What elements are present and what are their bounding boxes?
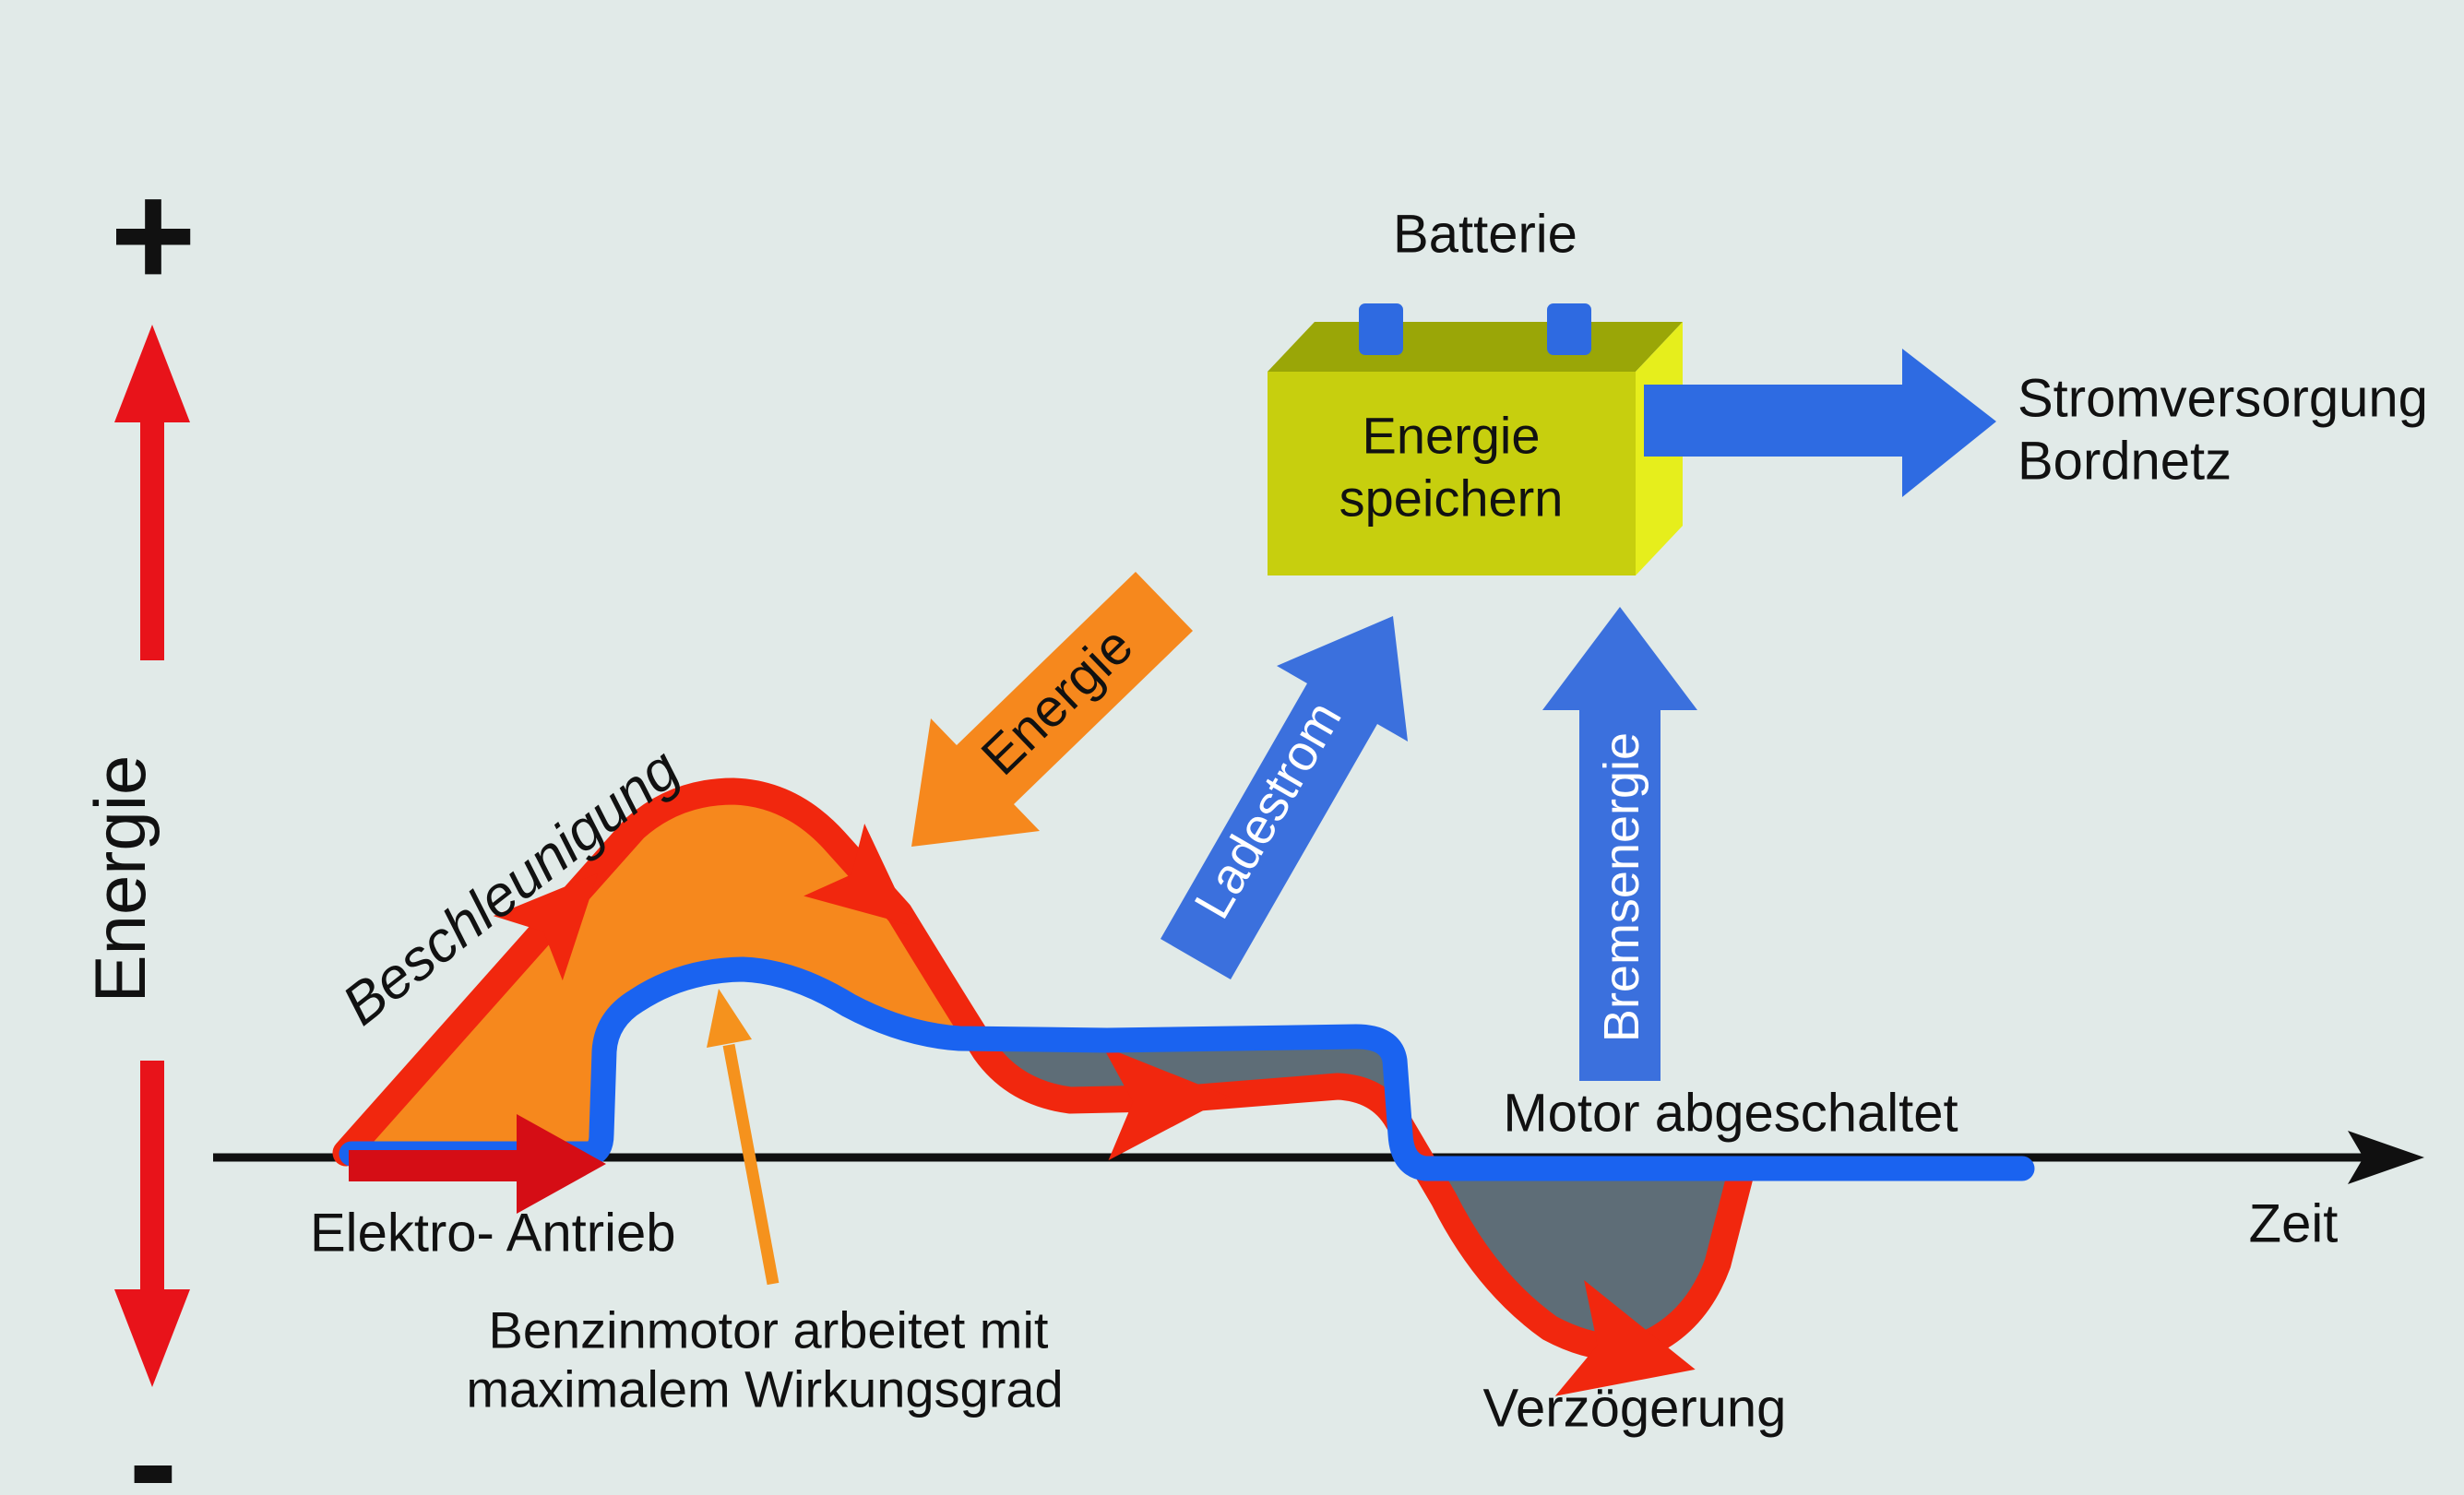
energy-axis-up-arrow-icon [114, 325, 190, 660]
time-axis-arrowhead-icon [2348, 1131, 2424, 1184]
battery-face-label-line1: Energie [1362, 407, 1540, 465]
bordnetz-label-line2: Bordnetz [2018, 432, 2232, 492]
energy-axis-down-arrow-icon [114, 1061, 190, 1387]
red-chevron-arrowhead-icon [1102, 1046, 1230, 1161]
x-axis-label: Zeit [2249, 1194, 2339, 1254]
y-axis-label: Energie [79, 755, 161, 1003]
elektro-antrieb-label: Elektro- Antrieb [310, 1204, 676, 1264]
plus-sign: + [110, 152, 196, 317]
acceleration-orange-fill [349, 791, 964, 1154]
energie-flow-arrow-icon [911, 572, 1193, 847]
battery-top-face [1268, 322, 1683, 372]
benzinmotor-label-line1: Benzinmotor arbeitet mit [489, 1301, 1049, 1359]
bordnetz-arrow-icon [1644, 349, 1996, 497]
battery-power-blue-curve [339, 956, 2035, 1181]
elektro-antrieb-arrow-icon [349, 1114, 606, 1214]
benzinmotor-annotation-arrowhead-icon [707, 989, 752, 1048]
battery-terminal-icon [1547, 303, 1591, 355]
battery-front-face [1268, 372, 1636, 575]
red-chevron-arrowhead-icon [803, 823, 913, 926]
minus-sign: - [128, 1379, 177, 1495]
red-chevron-arrowhead-icon [493, 872, 599, 981]
benzinmotor-annotation-line [722, 1043, 780, 1286]
ladestrom-arrow-icon [1161, 616, 1408, 979]
bordnetz-label-line1: Stromversorgung [2018, 369, 2428, 429]
bremsenergie-arrow-icon [1542, 607, 1697, 1081]
battery-face-label-line2: speichern [1339, 469, 1564, 528]
motor-abgeschaltet-label: Motor abgeschaltet [1503, 1084, 1958, 1144]
verzoegerung-label: Verzögerung [1483, 1379, 1787, 1439]
benzinmotor-label-line2: maximalem Wirkungsgrad [466, 1360, 1063, 1418]
battery-terminal-icon [1359, 303, 1403, 355]
recuperation-gray-fill [958, 1033, 1742, 1347]
red-chevron-arrowhead-icon [1554, 1280, 1696, 1396]
bremsenergie-label: Bremsenergie [1594, 732, 1649, 1042]
battery-title: Batterie [1393, 205, 1577, 265]
